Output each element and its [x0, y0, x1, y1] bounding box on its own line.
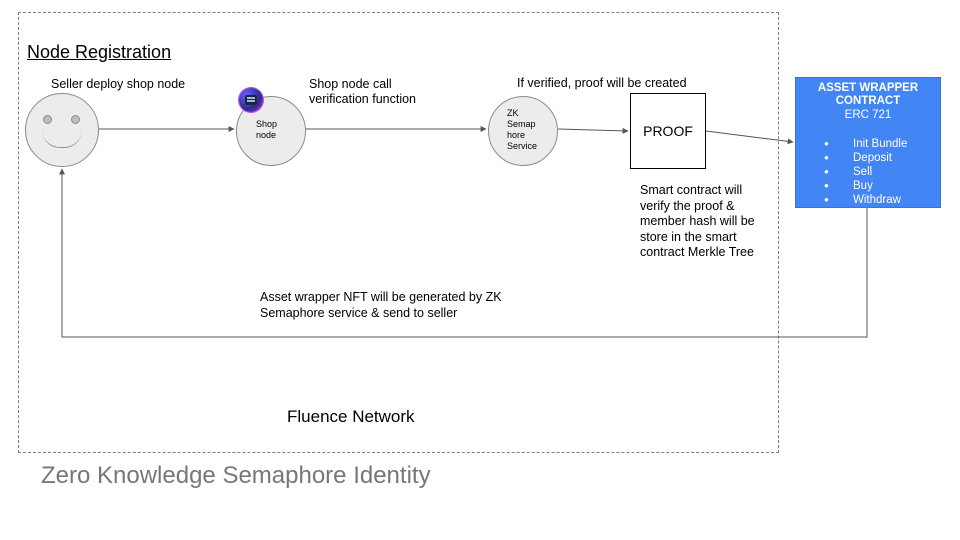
nft-label: Asset wrapper NFT will be generated by Z…: [260, 290, 502, 321]
contract-item: ● Deposit: [824, 151, 892, 165]
contract-item-label: Buy: [853, 180, 873, 193]
arrow-zk-to-proof: [557, 127, 629, 134]
smart-contract-line-1: Smart contract will: [640, 183, 743, 197]
right-eye: [71, 115, 80, 124]
footer-title: Zero Knowledge Semaphore Identity: [41, 462, 431, 489]
shop-node-line-1: Shop: [256, 119, 278, 129]
smart-contract-line-5: contract Merkle Tree: [640, 245, 754, 259]
zk-node-line-3: hore: [507, 130, 526, 140]
bullet-icon: ●: [824, 139, 829, 148]
smart-contract-label: Smart contract will verify the proof & m…: [640, 183, 755, 261]
nft-line-1: Asset wrapper NFT will be generated by Z…: [260, 290, 502, 304]
badge-inner: [245, 95, 257, 105]
arrow-contract-to-seller: [59, 168, 868, 338]
left-eye: [43, 115, 52, 124]
bullet-icon: ●: [824, 181, 829, 190]
shop-node-text: Shop node: [256, 119, 277, 141]
nft-line-2: Semaphore service & send to seller: [260, 305, 458, 320]
server-stack-icon: [239, 88, 263, 112]
contract-item-label: Init Bundle: [853, 138, 908, 151]
arrow-proof-to-contract: [705, 130, 794, 145]
shop-call-line-1: Shop node call: [309, 77, 392, 91]
contract-item-label: Sell: [853, 166, 873, 179]
smart-contract-line-3: member hash will be: [640, 214, 755, 228]
asset-wrapper-contract-box: ASSET WRAPPER CONTRACT ERC 721 ● Init Bun…: [795, 77, 941, 208]
zk-node-line-1: ZK: [507, 108, 519, 118]
contract-title: ASSET WRAPPER CONTRACT: [796, 82, 940, 108]
if-verified-label: If verified, proof will be created: [517, 76, 687, 90]
contract-item-label: Deposit: [853, 152, 892, 165]
mouth: [42, 130, 82, 148]
section-title: Node Registration: [27, 42, 172, 62]
contract-item: ● Withdraw: [824, 193, 901, 207]
contract-title-line-2: CONTRACT: [835, 95, 901, 107]
zk-semaphore-service-node: ZK Semap hore Service: [488, 96, 558, 166]
seller-smiley-icon: [25, 93, 99, 167]
bullet-icon: ●: [824, 195, 829, 204]
zk-node-line-4: Service: [507, 141, 538, 151]
proof-box: PROOF: [630, 93, 706, 169]
bullet-icon: ●: [824, 153, 829, 162]
bullet-icon: ●: [824, 167, 829, 176]
smart-contract-line-2: verify the proof &: [640, 198, 735, 213]
shop-call-line-2: verification function: [309, 92, 417, 106]
smart-contract-line-4: store in the smart: [640, 229, 737, 244]
zk-node-line-2: Semap: [507, 119, 536, 129]
contract-item: ● Buy: [824, 179, 873, 193]
shop-call-label: Shop node call verification function: [309, 77, 416, 107]
fluence-network-boundary: [18, 12, 779, 453]
zk-node-text: ZK Semap hore Service: [507, 108, 537, 152]
seller-label: Seller deploy shop node: [51, 77, 186, 91]
shop-node-line-2: node: [256, 130, 277, 140]
contract-item-label: Withdraw: [853, 194, 901, 207]
contract-item: ● Init Bundle: [824, 137, 907, 151]
shop-node: Shop node: [236, 96, 306, 166]
contract-subtitle: ERC 721: [844, 109, 892, 121]
network-label: Fluence Network: [287, 407, 415, 426]
contract-title-line-1: ASSET WRAPPER: [817, 82, 919, 94]
contract-item: ● Sell: [824, 165, 872, 179]
